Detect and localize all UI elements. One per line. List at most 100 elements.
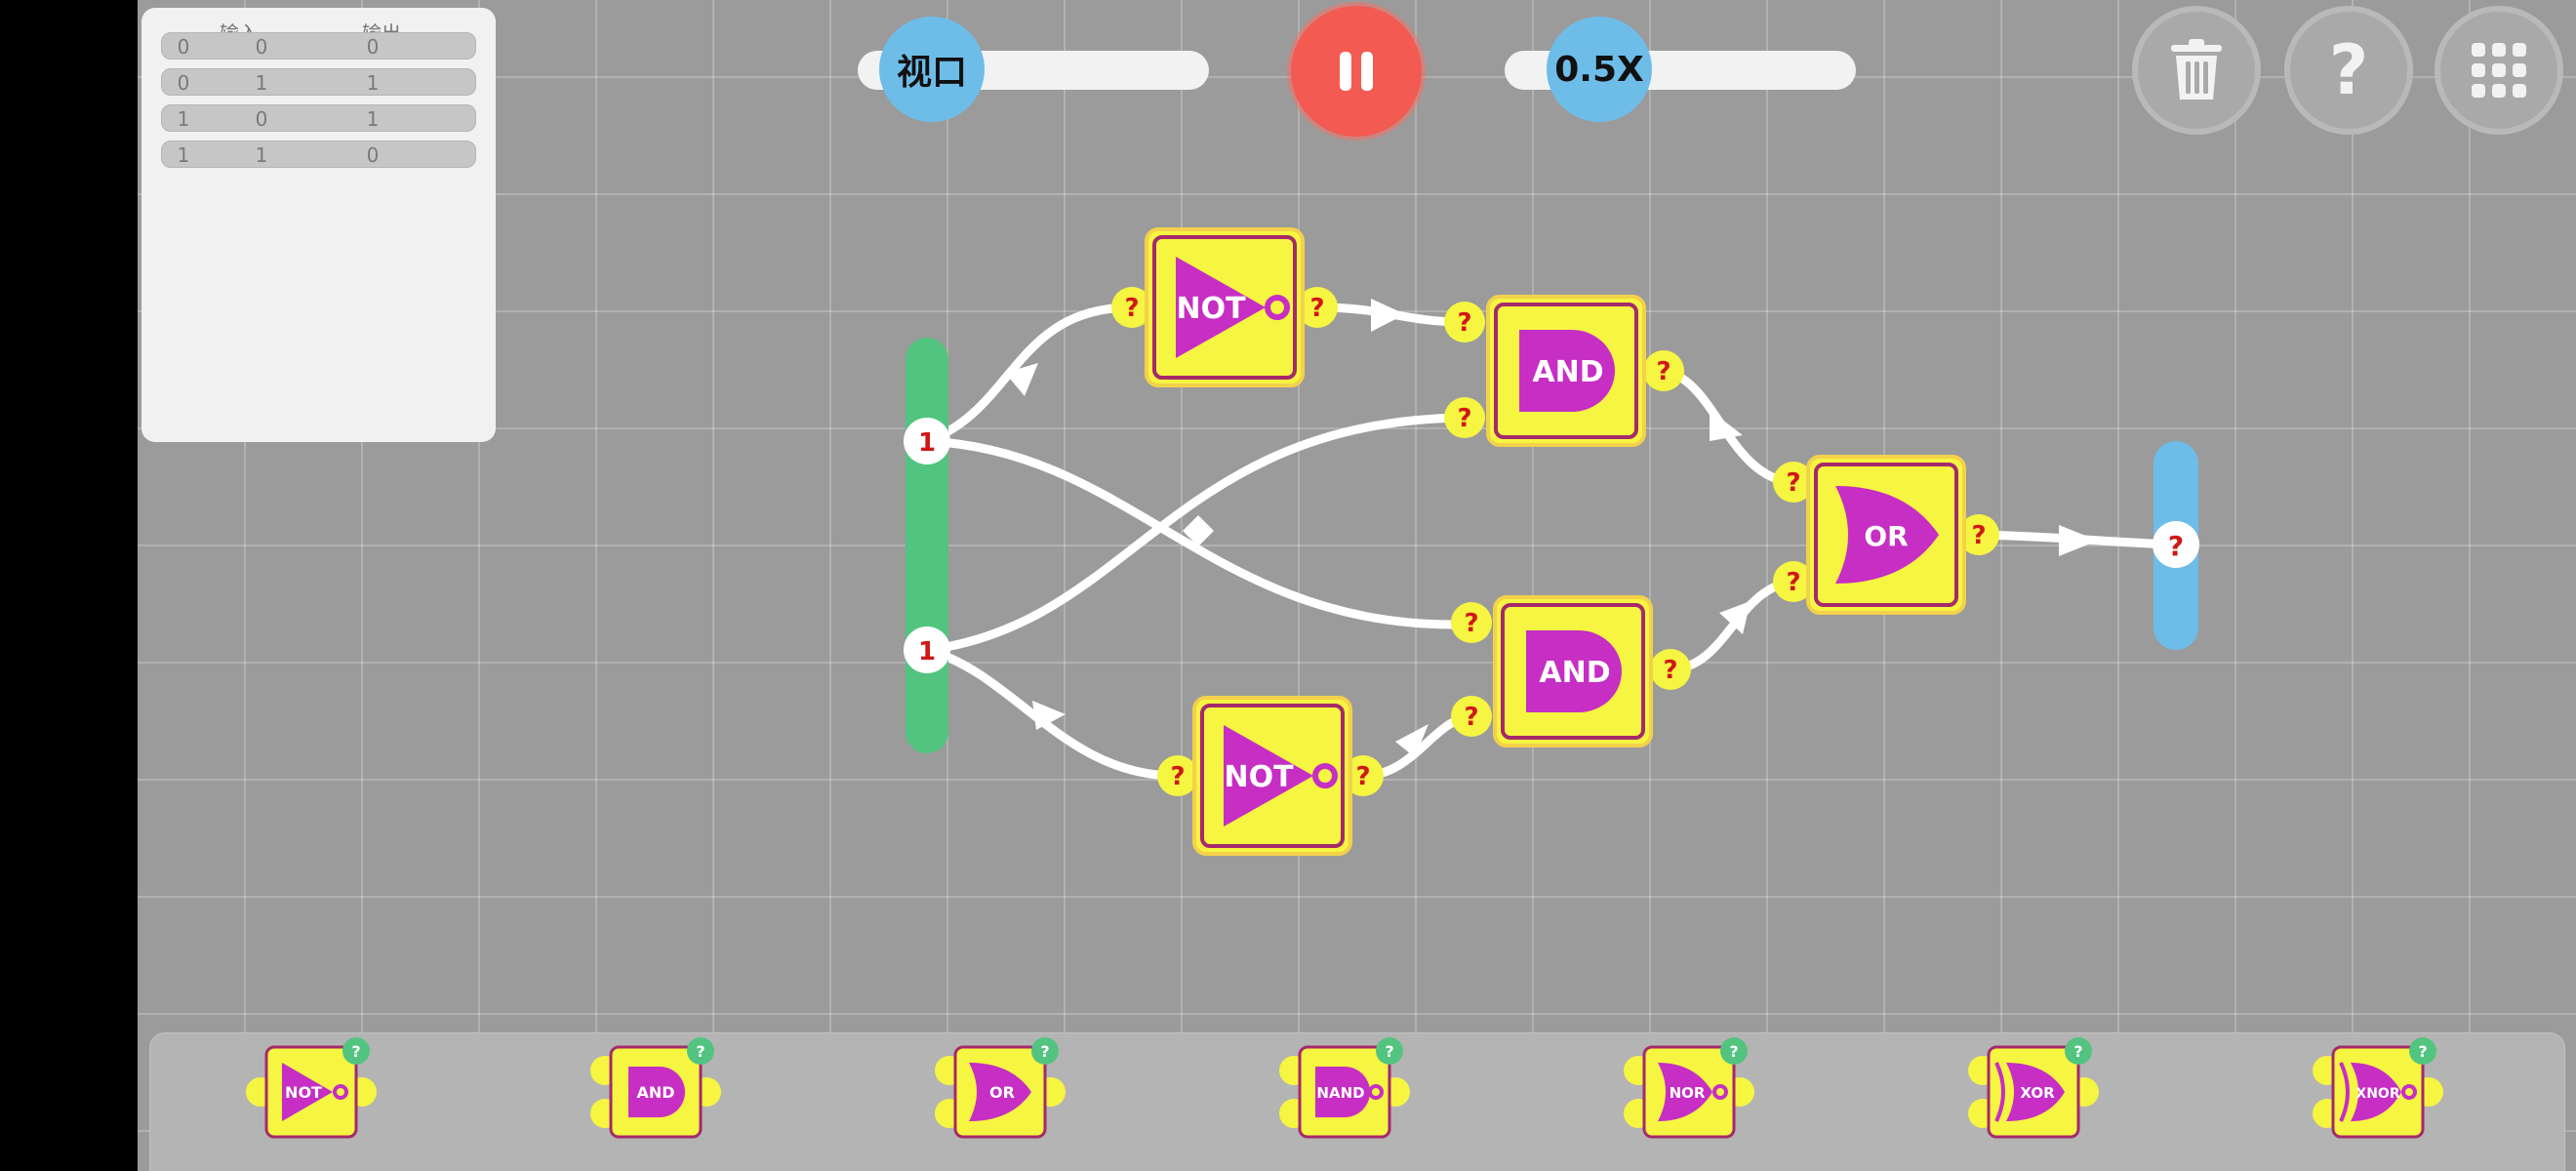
truth-table-cell: 1 — [366, 107, 380, 131]
palette-badge: ? — [2418, 1042, 2427, 1061]
grid-icon — [2472, 43, 2526, 98]
truth-table-cell: 0 — [177, 35, 190, 59]
palette-label: NAND — [1316, 1084, 1364, 1102]
palette-badge: ? — [1385, 1042, 1393, 1061]
truth-table-cell: 1 — [366, 71, 380, 95]
truth-table: 输入 输出 0 0 0 0 1 1 1 0 1 1 1 0 — [141, 8, 496, 442]
level-menu-button[interactable] — [2435, 6, 2563, 135]
palette-badge: ? — [1729, 1042, 1738, 1061]
palette-badge: ? — [696, 1042, 704, 1061]
and-symbol-icon — [1526, 630, 1622, 712]
pause-button[interactable] — [1291, 6, 1422, 137]
not-symbol-icon — [1176, 257, 1266, 358]
truth-table-row: 1 1 0 — [161, 141, 476, 168]
and-symbol-icon — [1519, 330, 1615, 412]
input-node-1-value: 1 — [918, 428, 936, 458]
truth-table-cell: 0 — [366, 35, 380, 59]
output-node[interactable] — [2153, 521, 2199, 568]
truth-table-row: 1 0 1 — [161, 104, 476, 132]
truth-table-cell: 0 — [255, 35, 268, 59]
gate-label: OR — [1864, 520, 1908, 552]
not-gate-2[interactable]: ? ? NOT — [1157, 696, 1384, 856]
arrow-icon — [1710, 410, 1743, 441]
viewport-slider-knob[interactable]: 视口 — [879, 17, 985, 122]
wire-in1-not1[interactable] — [922, 303, 1137, 446]
input-node-2-value: 1 — [918, 637, 936, 666]
junction-icon — [1183, 515, 1214, 546]
pin-value: ? — [1355, 762, 1370, 791]
input-node-2[interactable] — [904, 626, 950, 673]
help-icon: ? — [2328, 30, 2369, 110]
palette-xnor-gate[interactable]: XNOR ? — [2313, 1037, 2443, 1139]
palette-nor-gate[interactable]: NOR ? — [1624, 1037, 1754, 1139]
circuit-diagram[interactable]: 1 1 ? ? ? NOT ? ? ? — [138, 0, 2576, 1171]
truth-table-cell: 0 — [366, 143, 380, 167]
palette-or-gate[interactable]: OR ? — [935, 1037, 1066, 1139]
truth-table-cell: 1 — [255, 143, 268, 167]
pin-value: ? — [1457, 308, 1471, 338]
help-button[interactable]: ? — [2284, 6, 2413, 135]
palette-badge: ? — [1040, 1042, 1049, 1061]
arrow-icon — [1395, 724, 1429, 757]
and-gate-1[interactable]: ? ? ? AND — [1444, 295, 1684, 447]
pause-icon — [1340, 52, 1351, 91]
input-node-1[interactable] — [904, 418, 950, 464]
not-gate-1[interactable]: ? ? NOT — [1111, 227, 1338, 387]
truth-table-row: 0 1 1 — [161, 68, 476, 96]
input-bar — [906, 338, 948, 753]
palette-label: XOR — [2020, 1084, 2055, 1102]
arrow-icon — [1032, 701, 1066, 730]
pin-value: ? — [1971, 521, 1986, 550]
truth-table-row: 0 0 0 — [161, 32, 476, 60]
gate-label: NOT — [1176, 292, 1246, 326]
palette-badge: ? — [351, 1042, 360, 1061]
wire-in1-and2[interactable] — [922, 436, 1459, 629]
wire-arrows — [1005, 299, 2098, 757]
gate-label: AND — [1539, 656, 1610, 690]
palette-xor-gate[interactable]: XOR ? — [1968, 1037, 2099, 1139]
gate-label: AND — [1532, 355, 1603, 389]
pin-value: ? — [1309, 294, 1324, 323]
palette-label: NOT — [285, 1083, 322, 1102]
output-node-value: ? — [2168, 530, 2184, 562]
pause-icon — [1361, 52, 1373, 91]
arrow-icon — [1371, 299, 1405, 332]
pin-value: ? — [1663, 656, 1677, 685]
pin-value: ? — [1170, 762, 1185, 791]
pin-value: ? — [1457, 404, 1471, 433]
truth-table-cell: 0 — [255, 107, 268, 131]
wire-in2-and1[interactable] — [922, 413, 1469, 655]
palette-nand-gate[interactable]: NAND ? — [1279, 1037, 1410, 1139]
gate-label: NOT — [1224, 760, 1294, 794]
circuit-canvas[interactable]: 1 1 ? ? ? NOT ? ? ? — [138, 0, 2576, 1171]
arrow-icon — [1719, 601, 1751, 634]
truth-table-cell: 1 — [177, 143, 190, 167]
palette-label: AND — [636, 1083, 674, 1102]
truth-table-cell: 0 — [177, 71, 190, 95]
trash-icon — [2171, 39, 2222, 100]
speed-slider-knob[interactable]: 0.5X — [1547, 17, 1652, 122]
and-gate-2[interactable]: ? ? ? AND — [1451, 595, 1691, 747]
palette-and-gate[interactable]: AND ? — [590, 1037, 721, 1139]
pin-value: ? — [1786, 568, 1800, 597]
wire-and2-or1[interactable] — [1666, 577, 1800, 674]
not-symbol-icon — [1224, 725, 1313, 827]
or-symbol-icon — [1835, 486, 1939, 584]
pin-value: ? — [1656, 357, 1670, 386]
pin-value: ? — [1786, 468, 1800, 498]
pin-value: ? — [1464, 703, 1478, 732]
pin-value: ? — [1124, 294, 1139, 323]
gate-palette: NOT ? AND ? OR ? — [149, 1032, 2565, 1171]
palette-label: OR — [989, 1083, 1015, 1102]
palette-label: XNOR — [2355, 1086, 2399, 1102]
arrow-icon — [1005, 363, 1038, 396]
or-gate-1[interactable]: ? ? ? OR — [1773, 455, 1999, 615]
palette-badge: ? — [2073, 1042, 2082, 1061]
gate-palette-items: NOT ? AND ? OR ? — [246, 1037, 2443, 1139]
arrow-icon — [2059, 525, 2098, 556]
palette-label: NOR — [1670, 1084, 1706, 1102]
delete-button[interactable] — [2132, 6, 2261, 135]
truth-table-cell: 1 — [255, 71, 268, 95]
palette-not-gate[interactable]: NOT ? — [246, 1037, 377, 1139]
truth-table-cell: 1 — [177, 107, 190, 131]
